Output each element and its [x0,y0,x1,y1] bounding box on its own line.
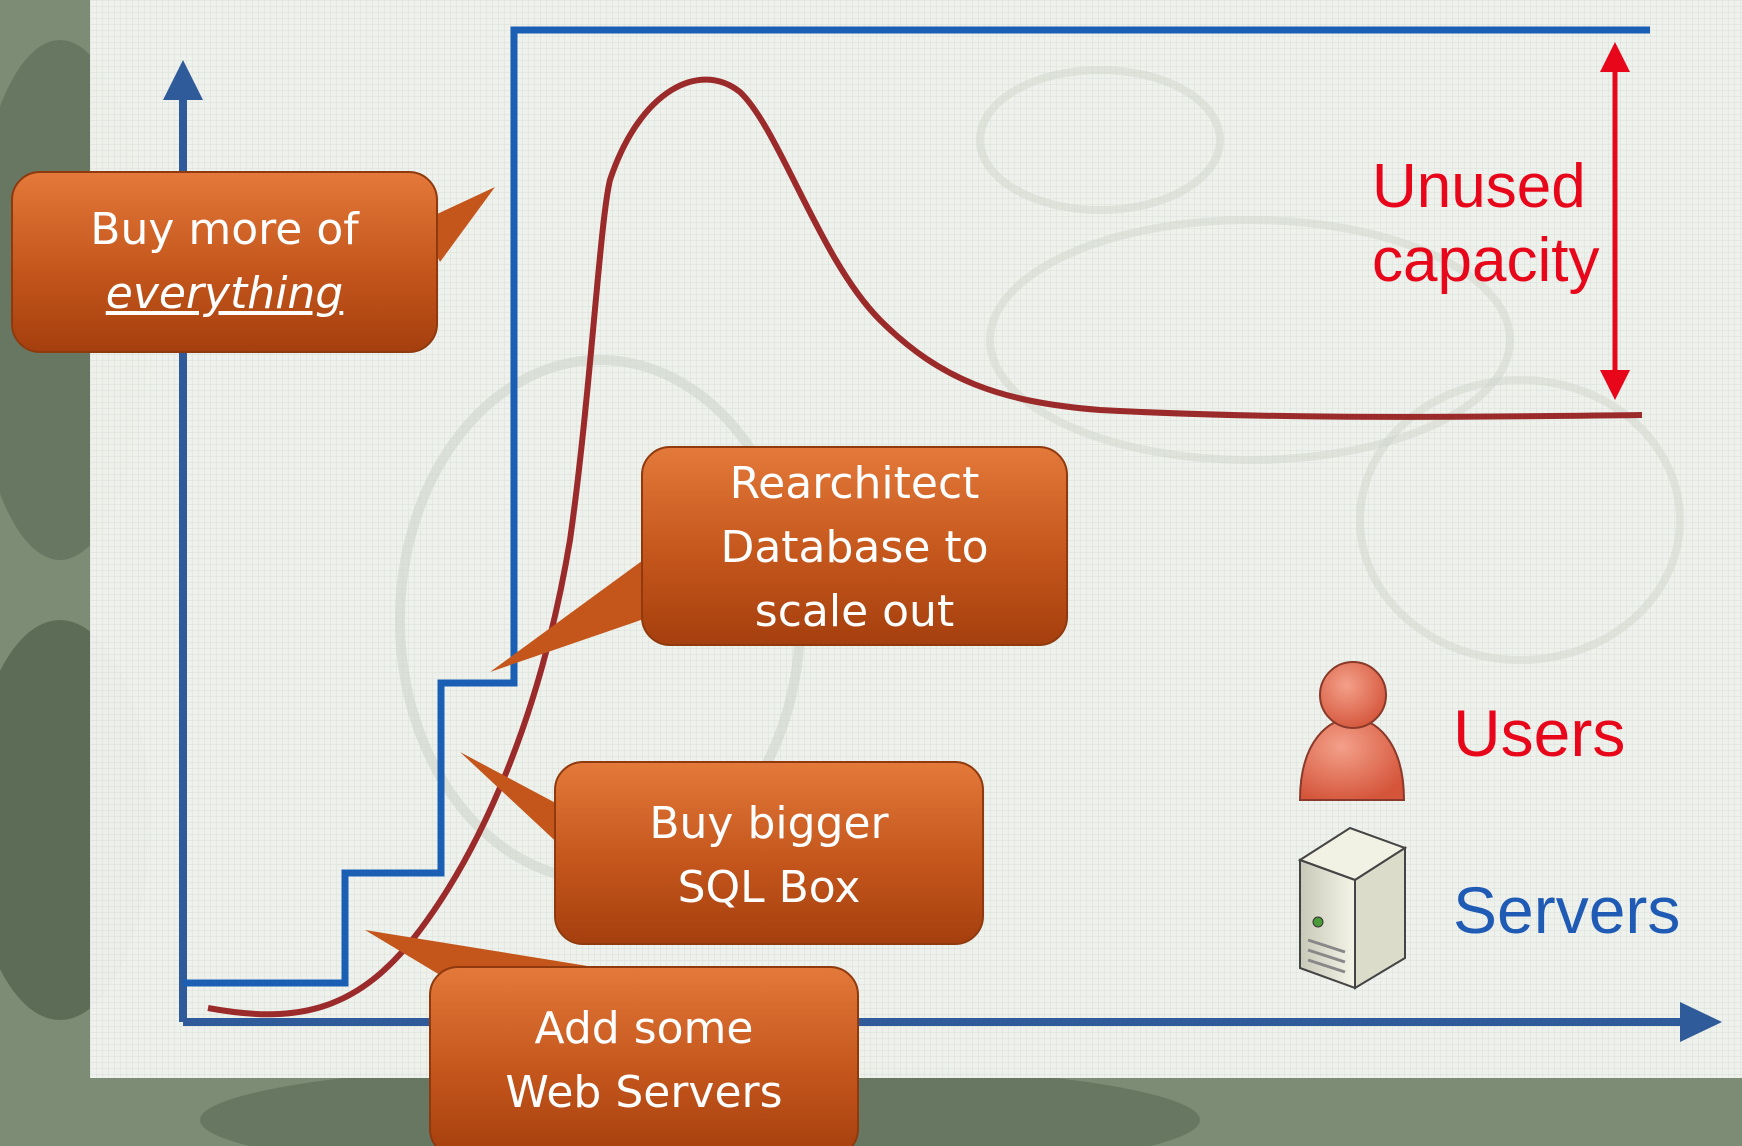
callout-buy-bigger-line2: SQL Box [677,862,861,913]
callout-buy-everything-text: Buy more of everything [12,198,437,326]
legend-users-label: Users [1453,696,1626,770]
callout-buy-everything-line1: Buy more of [90,204,359,255]
callout-rearchitect-line2: Database to [720,522,989,573]
callout-rearchitect-line1: Rearchitect [729,458,980,509]
callout-buy-everything-line2: everything [105,268,344,319]
legend-servers-label: Servers [1453,873,1681,947]
callout-rearchitect-line3: scale out [754,586,955,637]
callout-buy-everything [11,171,495,353]
callout-buy-bigger [460,752,984,945]
callout-add-web-text: Add some Web Servers [430,997,858,1125]
callout-add-web [365,930,859,1146]
user-icon [1298,661,1406,801]
callout-add-web-line1: Add some [534,1003,754,1054]
callout-add-web-line2: Web Servers [505,1067,783,1118]
users-demand-curve [207,76,1643,1018]
callout-buy-bigger-text: Buy bigger SQL Box [555,792,983,920]
callout-buy-bigger-line1: Buy bigger [649,798,889,849]
servers-capacity-line [183,26,1650,987]
unused-capacity-label: Unused capacity [1372,150,1599,298]
unused-capacity-arrow [1600,42,1630,400]
callout-rearchitect-text: Rearchitect Database to scale out [642,452,1067,644]
callout-rearchitect [490,446,1068,672]
unused-capacity-line1: Unused [1372,152,1586,221]
unused-capacity-line2: capacity [1372,226,1600,295]
server-icon [1297,826,1408,990]
x-axis [183,1002,1722,1042]
